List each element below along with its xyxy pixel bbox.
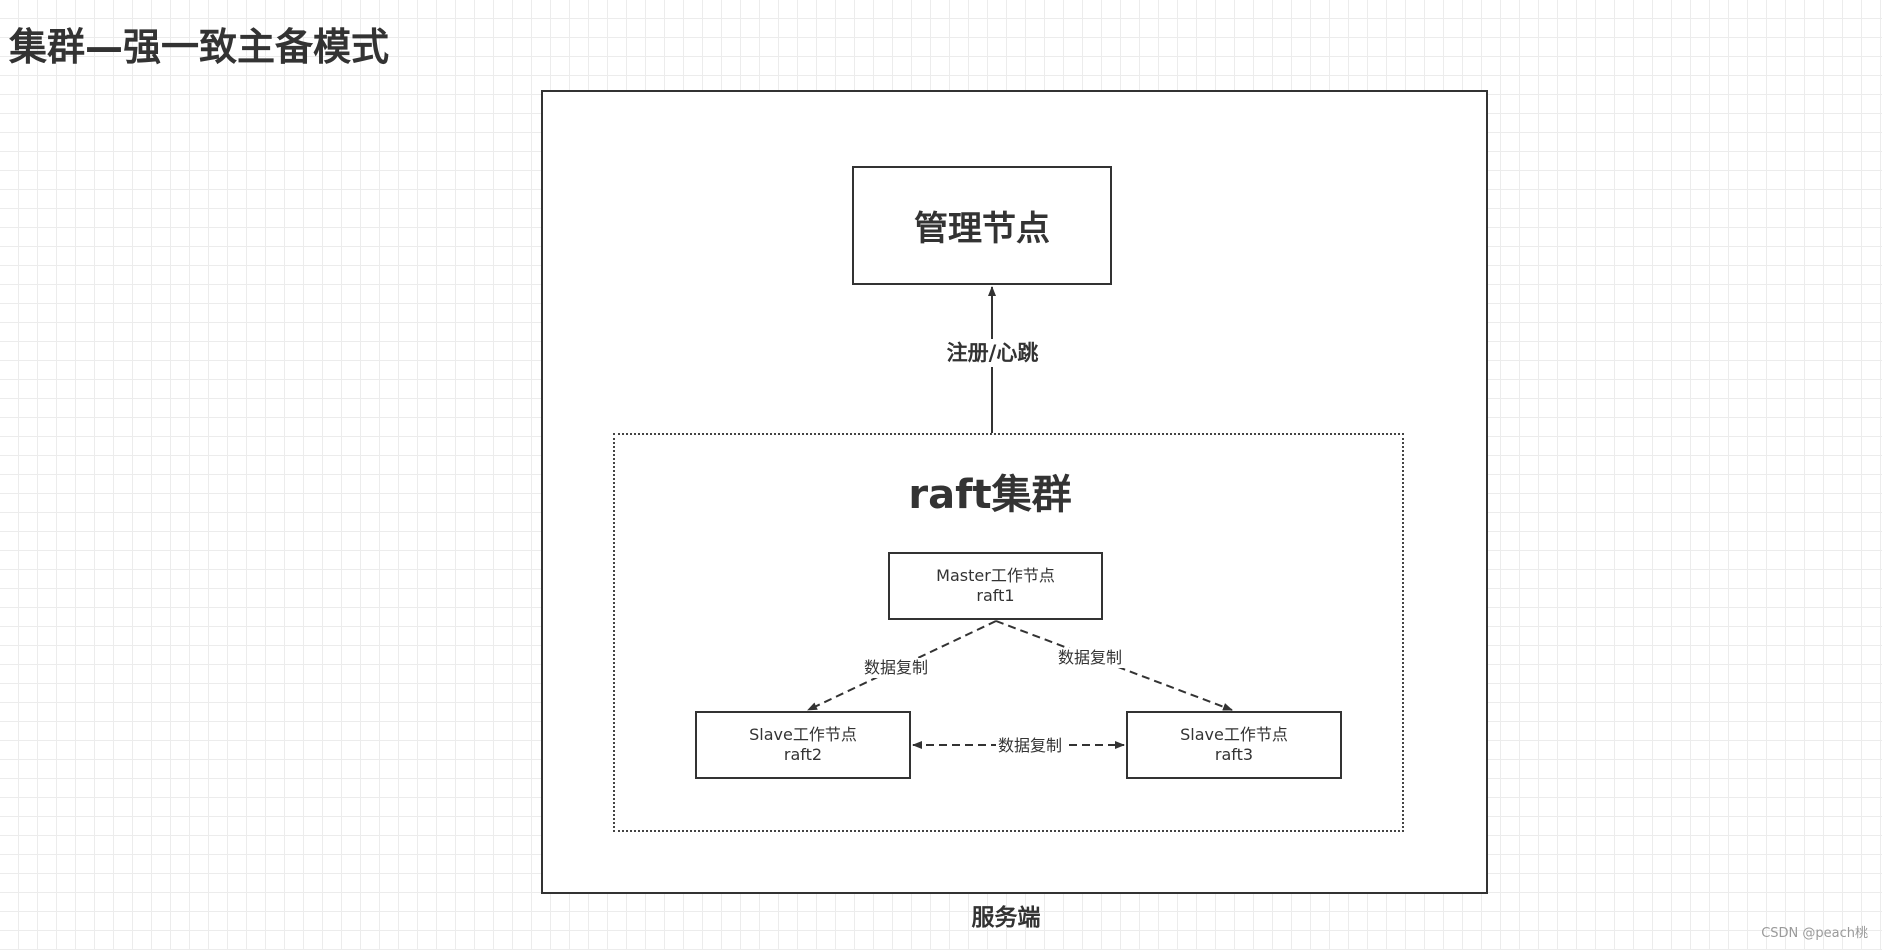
- page-title: 集群—强一致主备模式: [9, 25, 390, 69]
- registration-edge-label: 注册/心跳: [930, 339, 1055, 367]
- slave-node-raft2: Slave工作节点 raft2: [695, 711, 911, 779]
- management-node: 管理节点: [852, 166, 1112, 285]
- replication-label-master-raft2: 数据复制: [862, 658, 931, 678]
- master-node-id: raft1: [976, 586, 1015, 605]
- master-node: Master工作节点 raft1: [888, 552, 1103, 620]
- replication-label-raft2-raft3: 数据复制: [996, 736, 1065, 756]
- replication-label-master-raft3: 数据复制: [1056, 648, 1125, 668]
- raft-cluster-title: raft集群: [908, 472, 1072, 518]
- slave-node-raft2-role: Slave工作节点: [749, 725, 857, 744]
- slave-node-raft3-role: Slave工作节点: [1180, 725, 1288, 744]
- slave-node-raft3-id: raft3: [1214, 745, 1254, 764]
- watermark: CSDN @peach桃: [1761, 926, 1868, 941]
- master-node-role: Master工作节点: [936, 566, 1055, 585]
- server-label: 服务端: [971, 905, 1041, 931]
- slave-node-raft3: Slave工作节点 raft3: [1126, 711, 1342, 779]
- management-node-label: 管理节点: [914, 209, 1050, 249]
- slave-node-raft2-id: raft2: [783, 745, 823, 764]
